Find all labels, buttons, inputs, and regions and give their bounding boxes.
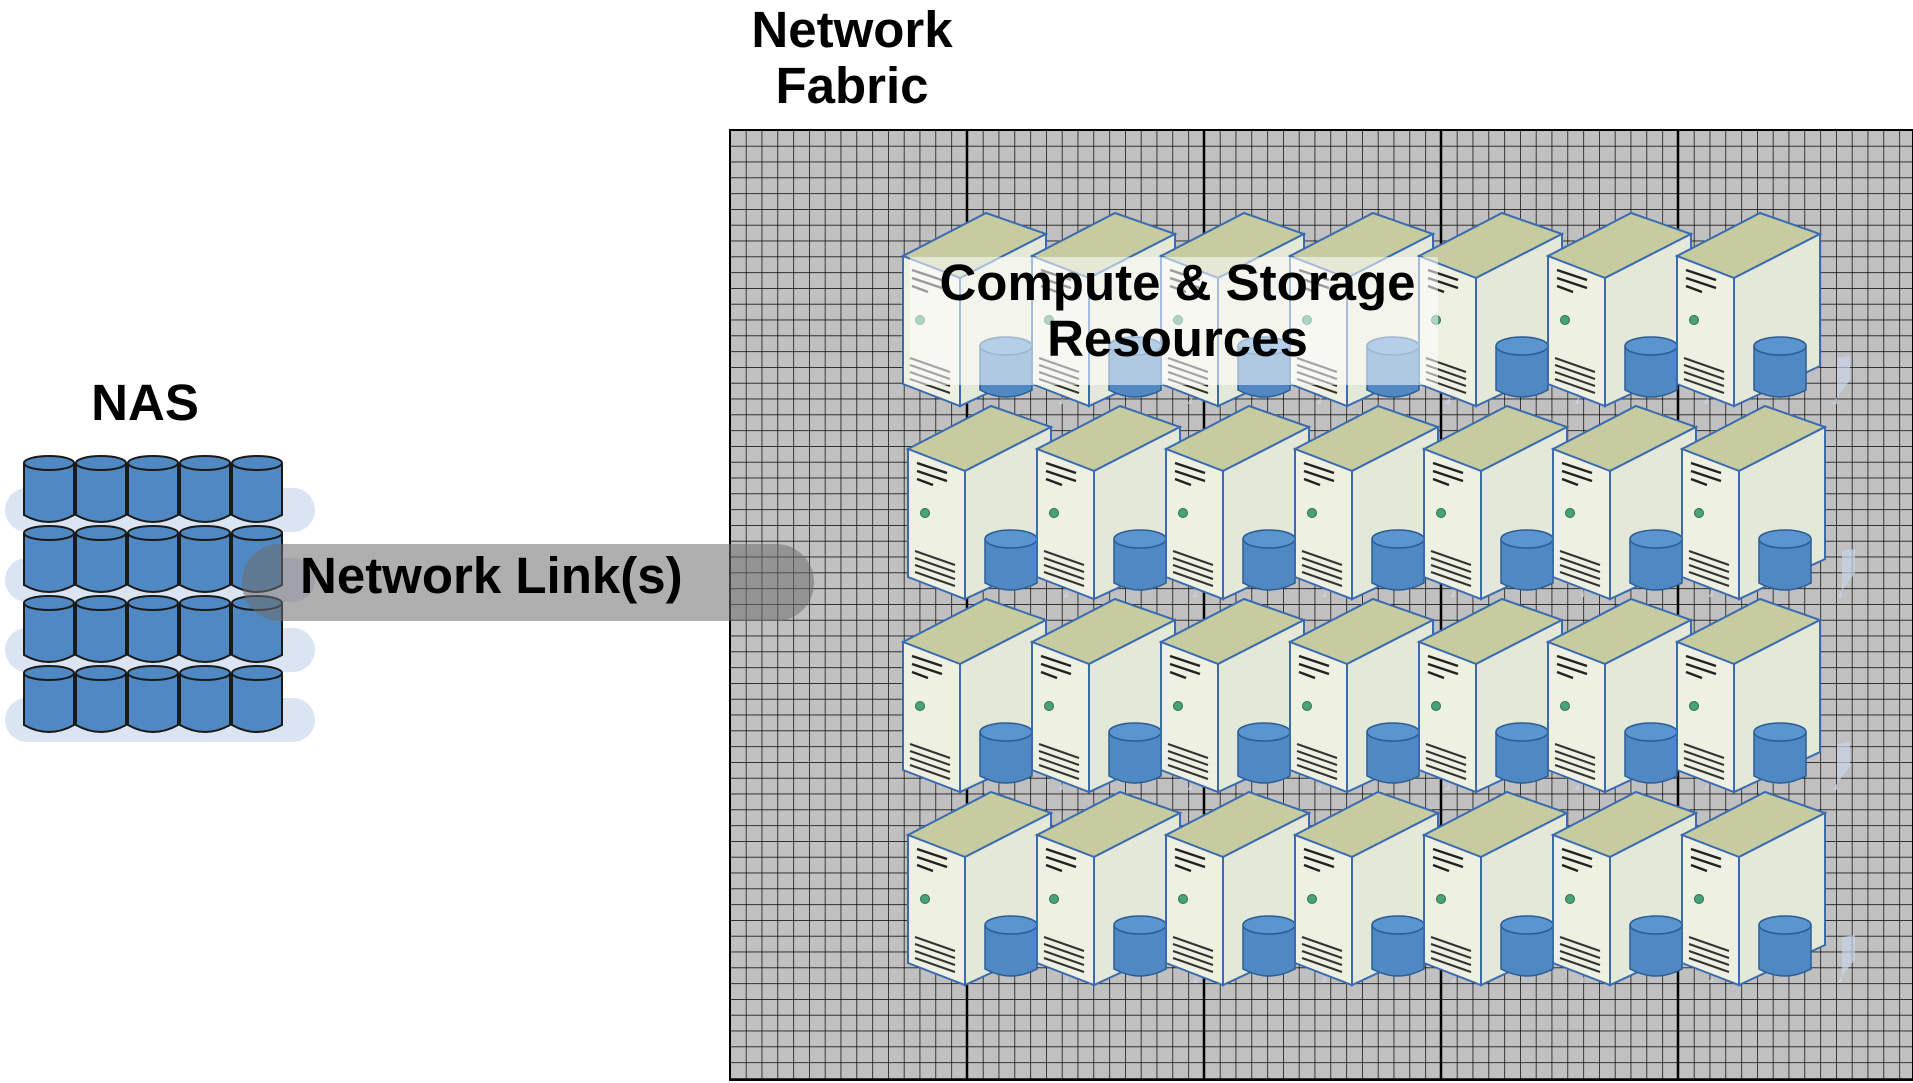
- compute-storage-title: Compute & Storage Resources: [900, 254, 1455, 368]
- nas-disk-icon: [75, 525, 127, 593]
- nas-disk-icon: [75, 595, 127, 663]
- nas-disk-icon: [23, 665, 75, 733]
- nas-disk-icon: [75, 665, 127, 733]
- nas-disk-icon: [179, 665, 231, 733]
- nas-disk-array: [5, 455, 315, 742]
- nas-disk-icon: [231, 455, 283, 523]
- nas-disk-icon: [231, 665, 283, 733]
- nas-disk-icon: [179, 455, 231, 523]
- nas-disk-icon: [127, 595, 179, 663]
- network-link-band: [242, 544, 814, 621]
- nas-disk-icon: [23, 455, 75, 523]
- nas-disk-icon: [179, 525, 231, 593]
- network-fabric-title-line1: Network: [751, 1, 953, 58]
- network-fabric-title-line2: Fabric: [775, 57, 929, 115]
- nas-disk-icon: [75, 455, 127, 523]
- nas-title: NAS: [91, 374, 199, 431]
- compute-storage-title-line1: Compute & Storage: [939, 254, 1416, 311]
- nas-disk-icon: [23, 595, 75, 663]
- compute-label-backdrop: [910, 257, 1438, 385]
- nas-disk-icon: [23, 525, 75, 593]
- nas-disk-icon: [127, 525, 179, 593]
- nas-disk-icon: [179, 595, 231, 663]
- compute-storage-title-line2: Resources: [1047, 310, 1308, 368]
- network-link-label: Network Link(s): [300, 547, 683, 604]
- nas-disk-icon: [127, 665, 179, 733]
- nas-disk-icon: [127, 455, 179, 523]
- network-fabric-title: Network Fabric: [712, 1, 992, 115]
